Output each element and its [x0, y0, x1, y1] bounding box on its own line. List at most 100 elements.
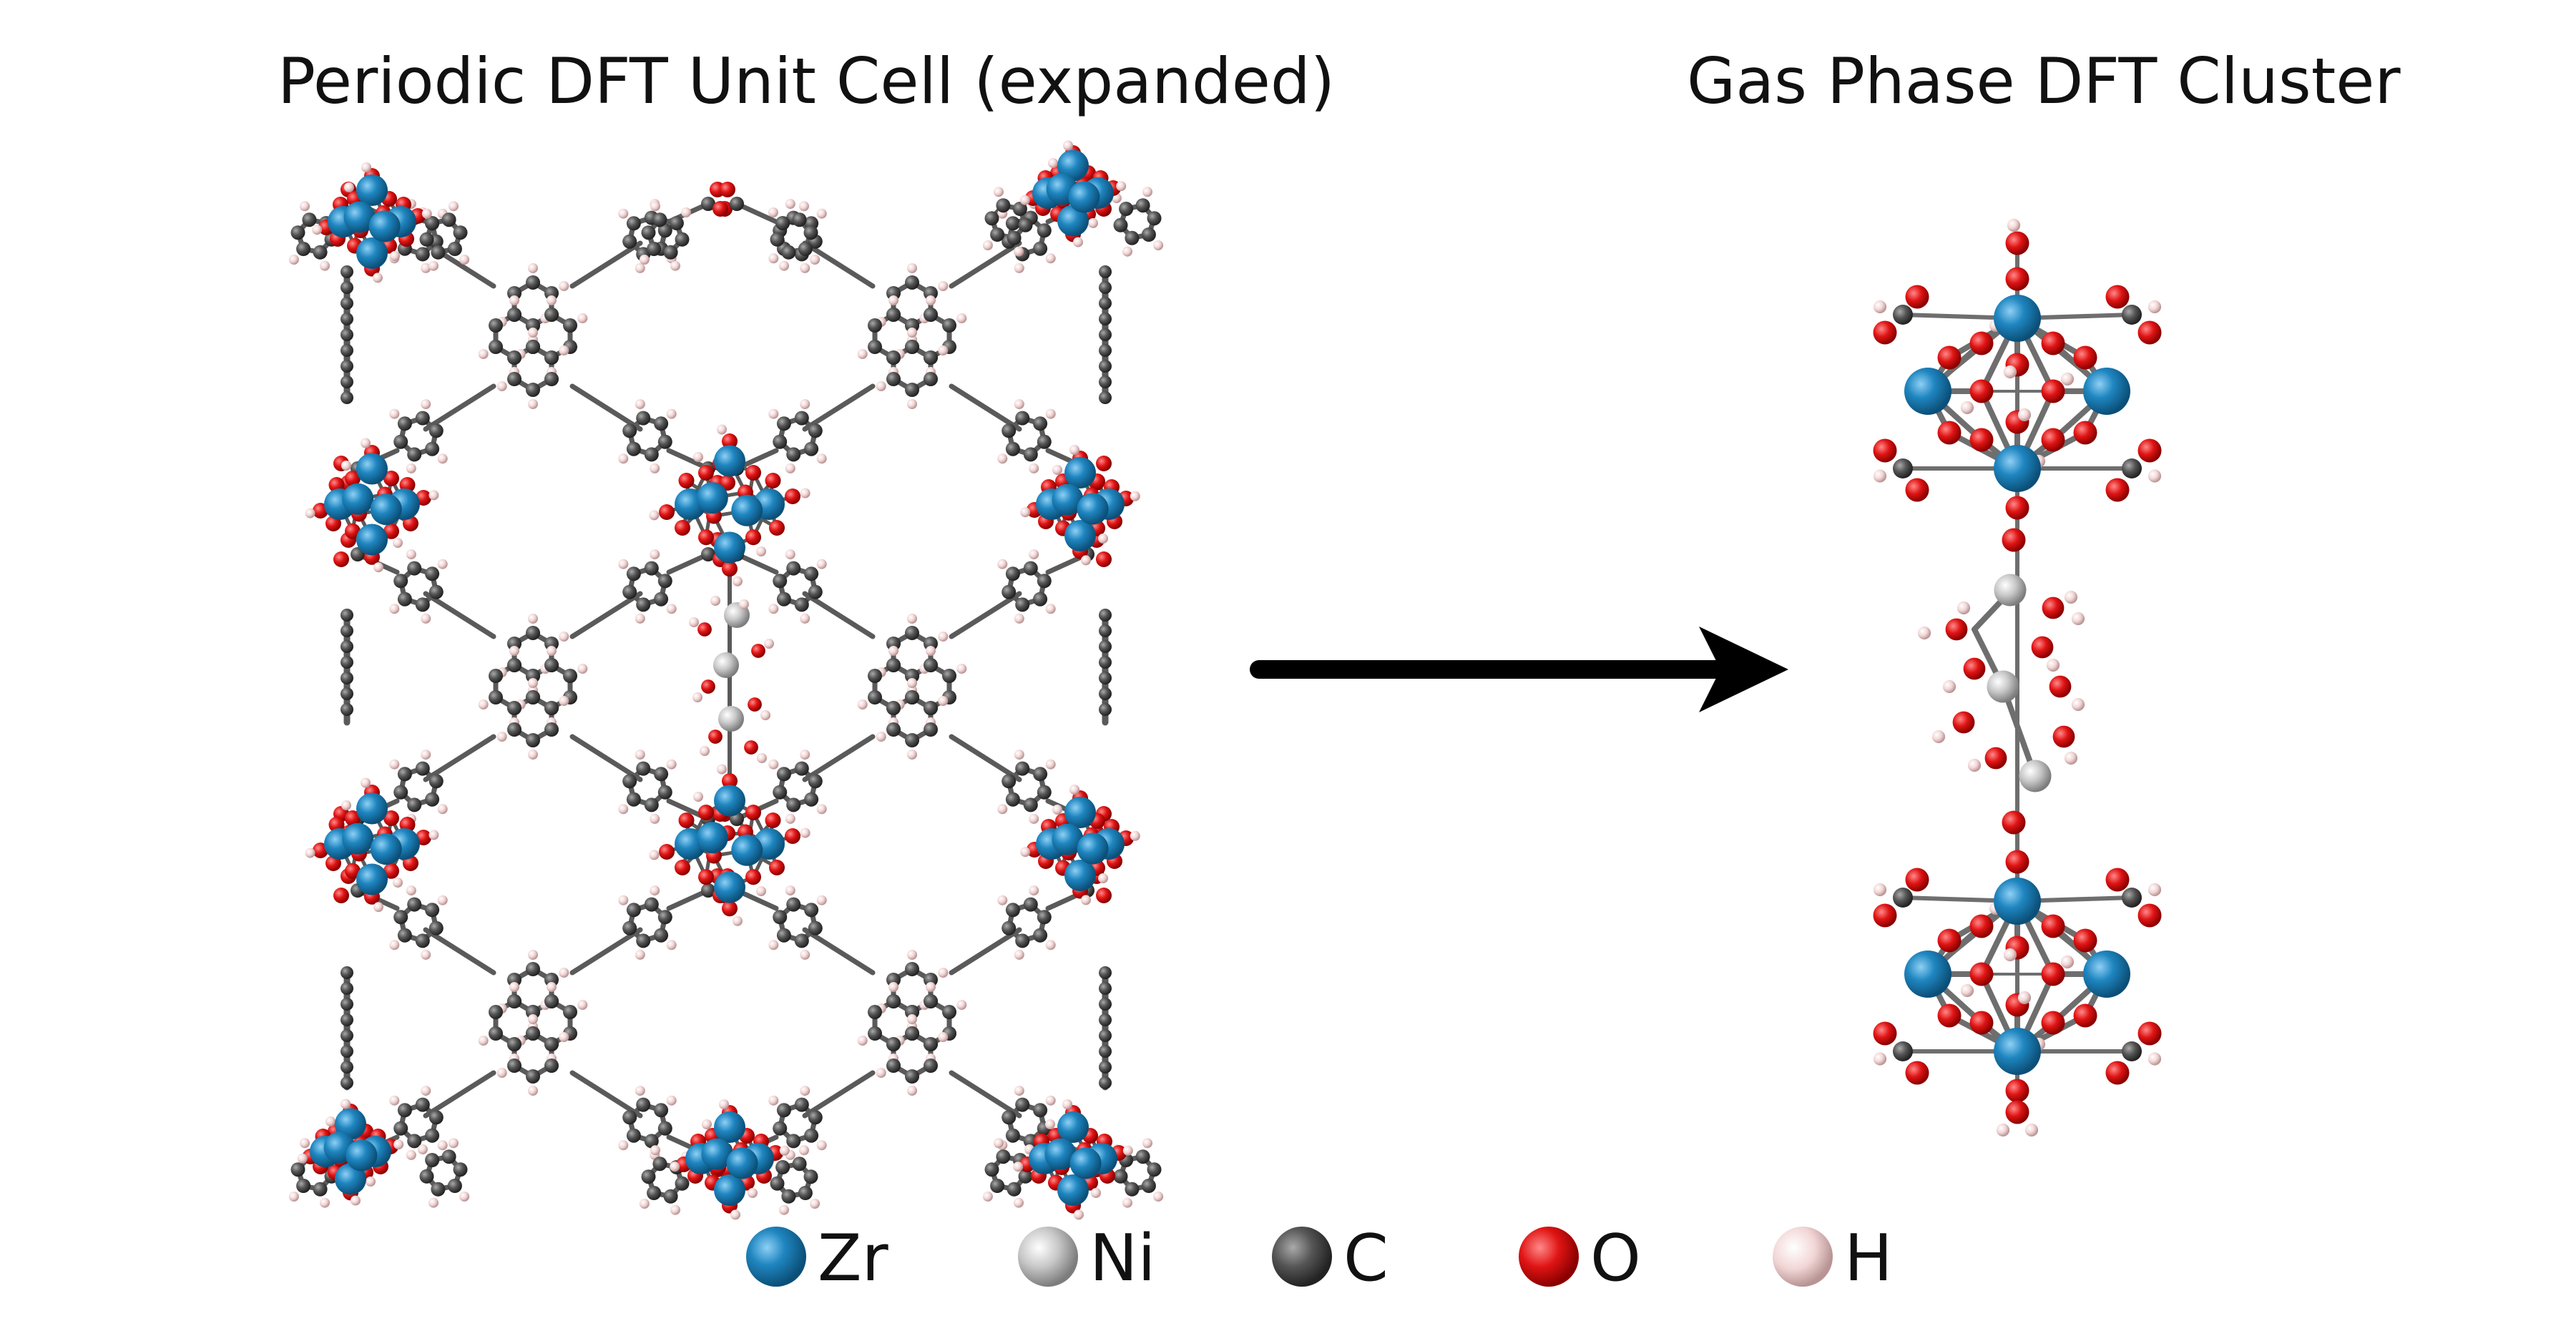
c-atom: [626, 903, 641, 918]
c-atom: [1015, 597, 1030, 612]
c-atom: [886, 350, 901, 365]
c-atom: [425, 441, 440, 456]
o-atom: [2005, 1079, 2029, 1103]
h-atom: [1081, 895, 1091, 905]
h-atom: [907, 750, 917, 760]
c-atom: [1125, 230, 1140, 245]
h-atom: [1091, 1188, 1101, 1198]
h-atom: [760, 710, 770, 720]
c-atom: [1099, 1076, 1112, 1089]
c-atom: [544, 637, 559, 651]
h-atom: [618, 1140, 629, 1151]
zr-atom: [370, 833, 402, 865]
o-atom: [1963, 657, 1986, 680]
h-atom: [577, 664, 588, 674]
c-atom: [341, 328, 353, 341]
zr-atom: [1064, 457, 1096, 488]
c-atom: [868, 690, 882, 704]
h-atom: [994, 1138, 1004, 1149]
c-atom: [1893, 1041, 1913, 1061]
o-atom: [678, 812, 695, 828]
h-atom: [1122, 1145, 1133, 1156]
h-atom: [1917, 626, 1931, 640]
o-atom: [2005, 231, 2029, 255]
zr-atom: [701, 1138, 733, 1170]
h-atom: [907, 678, 917, 688]
c-atom: [1099, 624, 1112, 637]
c-atom: [1099, 687, 1112, 700]
h-atom: [800, 262, 810, 273]
c-atom: [622, 423, 637, 438]
h-atom: [320, 260, 330, 271]
h-atom: [1069, 445, 1079, 455]
h-atom: [800, 488, 810, 499]
c-atom: [657, 434, 672, 449]
c-atom: [526, 690, 540, 704]
zr-atom: [714, 1111, 745, 1143]
h-atom: [717, 764, 727, 775]
zr-atom: [714, 785, 745, 817]
h-atom: [406, 885, 416, 896]
o-atom: [745, 529, 761, 546]
h-atom: [373, 562, 383, 573]
o-atom: [1873, 320, 1897, 345]
c-atom: [341, 982, 353, 995]
h-atom: [800, 750, 810, 760]
c-atom: [507, 701, 521, 715]
h-atom: [938, 1032, 949, 1042]
c-atom: [1007, 230, 1022, 245]
c-atom: [296, 242, 311, 256]
c-atom: [905, 318, 919, 333]
h-atom: [733, 915, 743, 926]
c-atom: [776, 416, 791, 431]
h-atom: [799, 1145, 809, 1156]
c-atom: [526, 1026, 540, 1041]
h-atom: [635, 949, 645, 960]
c-atom: [1023, 1134, 1038, 1149]
zr-atom: [714, 1174, 745, 1206]
h-atom: [1014, 262, 1024, 273]
ni-atom: [713, 652, 739, 678]
c-atom: [1147, 1162, 1162, 1177]
bond: [666, 448, 711, 471]
zr-atom: [1994, 878, 2041, 925]
c-atom: [641, 1169, 656, 1184]
h-atom: [956, 313, 967, 323]
legend-item-ni: Ni: [1018, 1221, 1155, 1296]
bond: [949, 734, 1022, 782]
h-atom: [719, 1099, 729, 1109]
c-atom: [1099, 281, 1112, 294]
h-atom: [800, 399, 810, 410]
o-atom: [2105, 478, 2130, 502]
h-atom: [288, 1192, 299, 1202]
c-atom: [507, 372, 521, 386]
h-atom: [509, 982, 519, 992]
periodic-cell-title: Periodic DFT Unit Cell (expanded): [278, 44, 1336, 118]
h-atom: [785, 549, 795, 560]
c-atom: [507, 973, 521, 987]
c-atom: [1005, 903, 1020, 918]
bond: [569, 734, 643, 782]
h-atom: [297, 1153, 308, 1164]
c-atom: [792, 212, 807, 227]
o-atom: [383, 810, 399, 826]
h-atom: [528, 750, 538, 760]
h-atom: [393, 1139, 404, 1150]
o-atom: [383, 863, 399, 879]
h-atom: [997, 895, 1008, 905]
o-atom: [2073, 928, 2097, 953]
o-atom: [2041, 331, 2065, 355]
c-atom: [644, 561, 659, 576]
o-atom: [659, 844, 675, 860]
h-atom: [1098, 534, 1108, 544]
c-atom: [1099, 1061, 1112, 1074]
c-atom: [984, 211, 999, 226]
c-atom: [1099, 966, 1112, 979]
c-atom: [905, 383, 919, 397]
o-atom: [1096, 888, 1112, 903]
cluster-title: Gas Phase DFT Cluster: [1687, 44, 2401, 118]
h-atom: [2064, 590, 2078, 604]
c-atom: [415, 411, 430, 426]
c-atom: [341, 265, 353, 278]
